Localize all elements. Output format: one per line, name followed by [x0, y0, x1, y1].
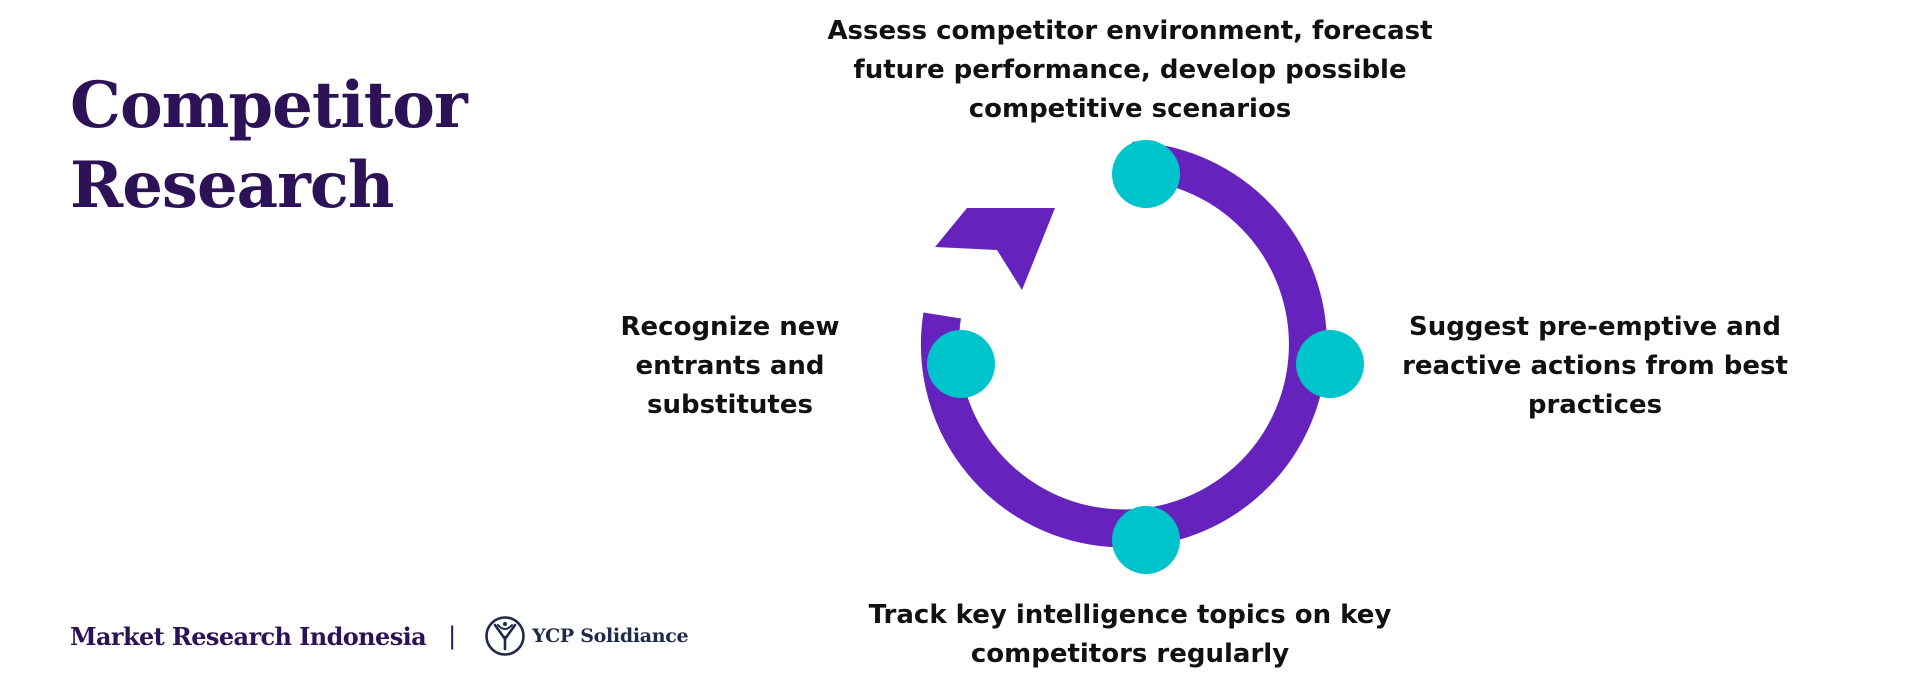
ycp-logo: YCP Solidiance: [484, 615, 689, 657]
step-label-right: Suggest pre-emptive and reactive actions…: [1402, 312, 1788, 420]
page-title: Competitor Research: [70, 66, 468, 226]
ycp-logo-text: YCP Solidiance: [532, 625, 689, 647]
cycle-arrowhead-icon: [935, 208, 1055, 290]
title-line-1: Competitor: [70, 68, 468, 143]
footer-brand: Market Research Indonesia: [70, 621, 427, 651]
footer-separator: |: [448, 622, 457, 650]
step-label-left: Recognize new entrants and substitutes: [620, 312, 840, 420]
cycle-node-right: [1296, 330, 1364, 398]
step-label-bottom: Track key intelligence topics on key com…: [868, 600, 1392, 669]
cycle-ring: [920, 141, 1327, 548]
step-label-top: Assess competitor environment, forecast …: [827, 16, 1433, 124]
cycle-node-bottom: [1112, 506, 1180, 574]
cycle-node-top: [1112, 140, 1180, 208]
footer: Market Research Indonesia | YCP Solidian…: [70, 612, 689, 660]
title-line-2: Research: [70, 148, 394, 223]
cycle-node-left: [927, 330, 995, 398]
ycp-emblem-icon: [485, 616, 525, 656]
